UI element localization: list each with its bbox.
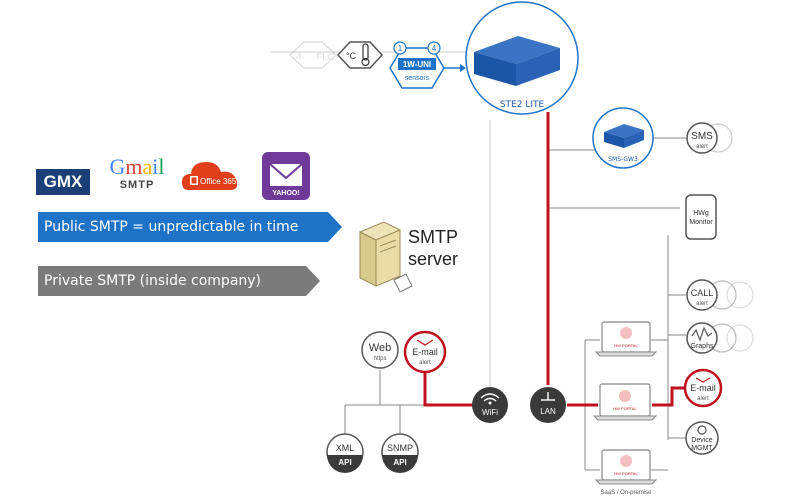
public-smtp-banner: Public SMTP = unpredictable in time xyxy=(38,212,328,242)
faded-sensor-group: 4- FLC xyxy=(288,41,338,69)
office365-cloud-icon: Office 365 xyxy=(182,162,238,190)
brain-icon xyxy=(619,390,631,402)
faded-hex-left xyxy=(288,41,338,69)
graphs-ghost-circle-2 xyxy=(726,324,754,352)
email-left-title: E-mail xyxy=(412,347,438,357)
device-mgmt-circle xyxy=(685,421,719,455)
wifi-circle xyxy=(472,387,508,423)
portal-laptop-1: HW PORTAL xyxy=(594,321,658,357)
graphs-label: Graphs xyxy=(691,343,714,350)
snmp-api-sub: API xyxy=(393,458,406,467)
portal2-label: HW PORTAL xyxy=(613,406,637,411)
email-left-sub: alert xyxy=(419,360,431,366)
sensor-badge-right xyxy=(427,41,441,55)
email-right-title: E-mail xyxy=(690,383,716,393)
smtp-server-label: SMTP server xyxy=(408,226,458,270)
portal-email-red-link xyxy=(652,386,686,407)
lan-circle xyxy=(530,387,566,423)
email-right-sub: alert xyxy=(697,396,709,402)
phone-icon xyxy=(685,194,717,240)
call-ghost-circle-2 xyxy=(726,281,754,309)
wifi-label: WiFi xyxy=(482,408,498,417)
email-red-link xyxy=(423,372,475,407)
call-alert-sub: alert xyxy=(696,301,708,307)
device-mgmt-line2: MGMT xyxy=(691,445,713,452)
portal3-label: HW PORTAL xyxy=(614,471,638,476)
onewire-label-line2: sensors xyxy=(405,75,430,82)
faded-flc: FLC xyxy=(316,52,335,63)
portal-laptop-3: HW PORTAL xyxy=(594,449,658,485)
email-left-envelope-icon xyxy=(416,339,434,346)
sensor-badge-right-text: 4 xyxy=(432,44,437,53)
private-banner-arrow xyxy=(306,266,320,296)
sms-alert-circle xyxy=(686,122,718,154)
thermometer-icon xyxy=(361,43,370,67)
gear-icon xyxy=(697,425,707,435)
wifi-dot xyxy=(488,401,492,405)
smtp-label-line1: SMTP xyxy=(408,227,459,247)
hwg-monitor-line2: Monitor xyxy=(689,219,713,226)
temperature-unit-label: °C xyxy=(346,51,357,61)
lan-icon xyxy=(541,392,555,401)
temperature-sensor-hex xyxy=(336,41,384,69)
sms-gateway-label: SMS-GW3 xyxy=(608,156,638,163)
web-sub: https xyxy=(373,356,386,362)
call-alert-title: CALL xyxy=(691,288,714,298)
envelope-icon: YAHOO! xyxy=(269,163,303,197)
portal-caption: SaaS / On-premise xyxy=(600,490,652,496)
sensor-badge-left xyxy=(393,41,407,55)
brain-icon xyxy=(620,455,632,467)
sms-alert-title: SMS xyxy=(691,131,713,142)
xml-api-fill xyxy=(327,455,363,473)
gmail-wordmark: Gmail xyxy=(109,154,165,179)
graph-wave-icon xyxy=(691,326,713,342)
public-banner-arrow xyxy=(328,212,342,242)
web-circle xyxy=(361,331,399,369)
device-mgmt-line1: Device xyxy=(691,437,713,444)
gmx-logo: GMX xyxy=(36,169,90,195)
hwg-monitor-line1: HWg xyxy=(693,210,709,217)
gmail-logo: Gmail SMTP xyxy=(108,155,166,201)
snmp-api-fill xyxy=(382,455,418,473)
web-title: Web xyxy=(369,342,391,354)
gmail-smtp-label: SMTP xyxy=(119,179,155,191)
sensor-badge-left-text: 1 xyxy=(398,44,403,53)
xml-api-sub: API xyxy=(338,458,351,467)
email-alert-left-circle xyxy=(403,330,447,374)
smtp-label-line2: server xyxy=(408,249,459,269)
office365-label: Office 365 xyxy=(200,177,237,186)
yahoo-mail-logo: YAHOO! xyxy=(262,152,310,200)
portal1-label: HW PORTAL xyxy=(614,343,638,348)
email-right-envelope-icon xyxy=(695,377,711,383)
office365-logo: Office 365 xyxy=(180,152,242,198)
onewire-label-line1: 1W-UNI xyxy=(403,60,431,69)
snmp-api-title: SNMP xyxy=(387,443,413,453)
onewire-label-box xyxy=(398,58,436,70)
yahoo-label: YAHOO! xyxy=(272,190,299,197)
ste2-device-label: STE2 LITE xyxy=(500,100,545,110)
lan-label: LAN xyxy=(540,407,556,416)
brain-icon xyxy=(620,327,632,339)
portal-laptop-2: HW PORTAL xyxy=(592,383,658,421)
mail-envelope-icon xyxy=(393,273,413,293)
private-smtp-banner: Private SMTP (inside company) xyxy=(38,266,306,296)
xml-api-title: XML xyxy=(336,443,355,453)
call-alert-circle xyxy=(686,279,718,311)
wifi-icon xyxy=(480,393,500,402)
graphs-circle xyxy=(686,322,718,354)
sms-gateway-icon xyxy=(604,124,644,148)
sensor-arrow-head xyxy=(460,64,466,72)
ste2-device-icon xyxy=(474,36,560,86)
faded-num: 4- xyxy=(296,52,305,63)
server-icon xyxy=(358,221,402,287)
email-alert-right-circle xyxy=(683,368,723,408)
sms-alert-sub: alert xyxy=(696,144,708,150)
